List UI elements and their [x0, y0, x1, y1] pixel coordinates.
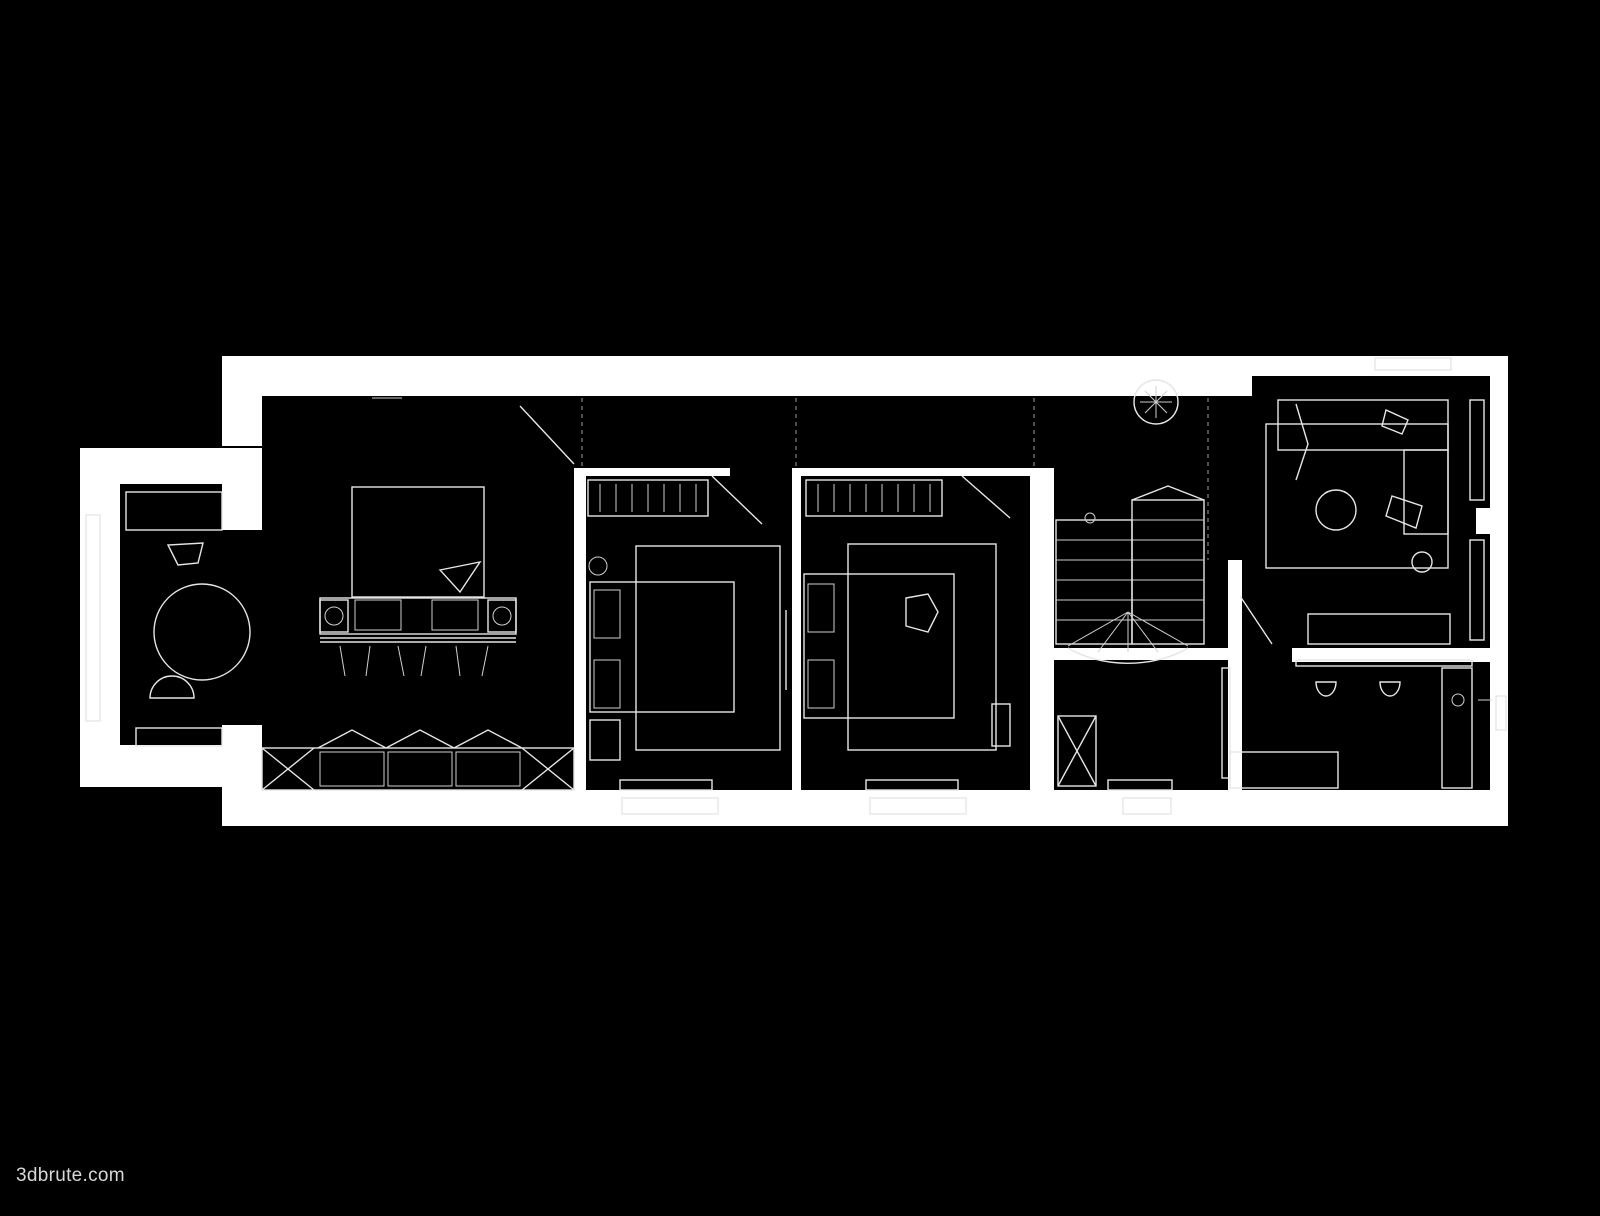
bedroom-3 — [803, 479, 1011, 791]
bathroom — [1229, 659, 1507, 789]
watermark: 3dbrute.com — [16, 1165, 125, 1186]
walls — [80, 356, 1508, 826]
bedroom-2 — [587, 479, 787, 791]
master-bedroom — [319, 397, 517, 677]
windows — [85, 357, 1485, 815]
doors — [519, 398, 1273, 645]
staircase — [1055, 485, 1231, 791]
ceiling-light-icon — [1133, 379, 1179, 425]
study-bay — [125, 491, 251, 747]
master-wardrobe — [261, 729, 575, 791]
lounge — [1265, 399, 1451, 645]
